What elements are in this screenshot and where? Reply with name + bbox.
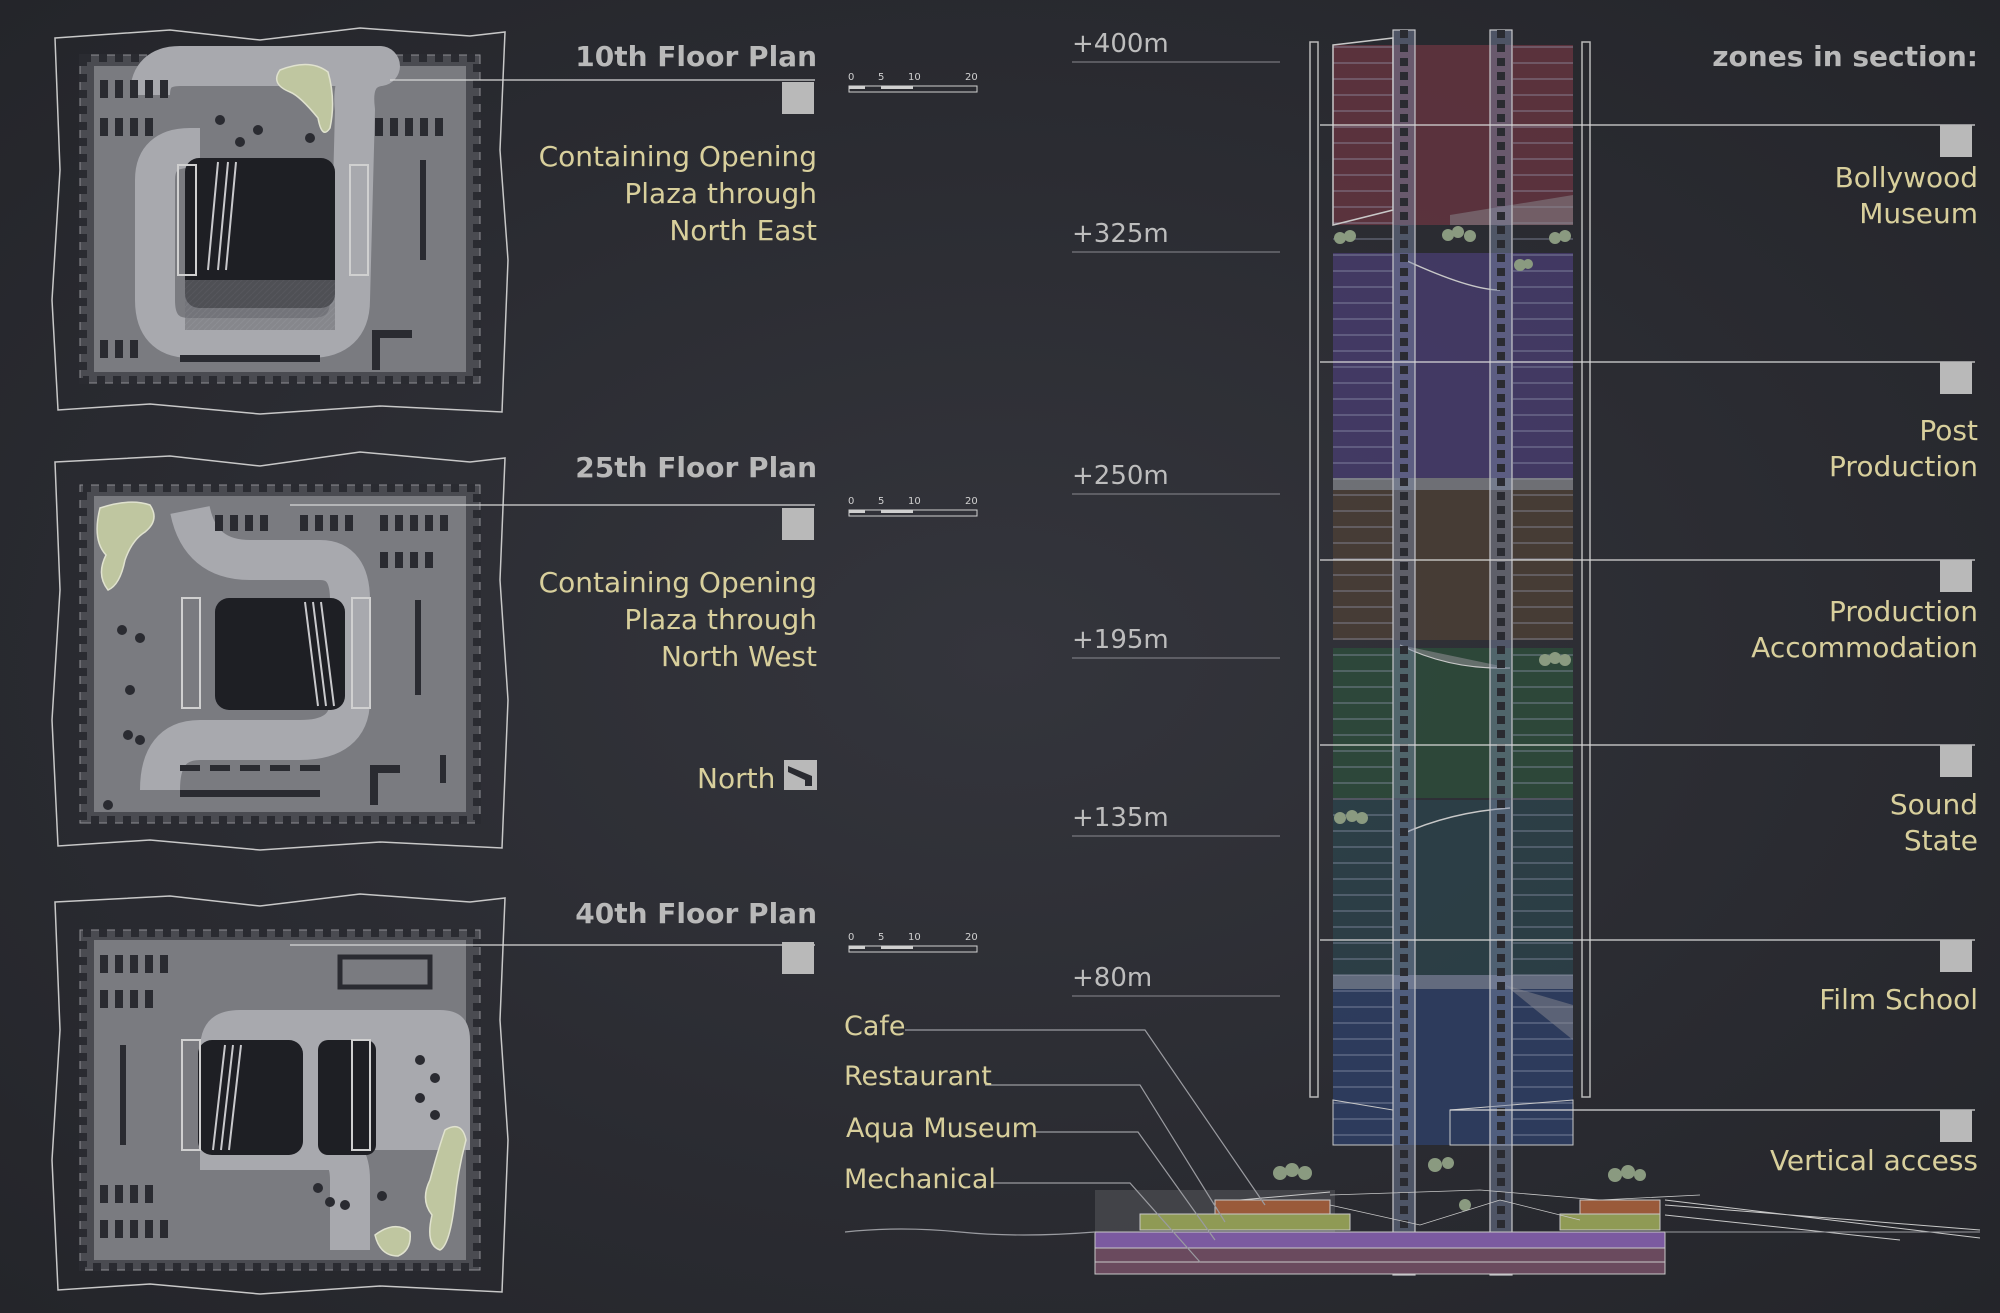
scale-tick: 5 — [878, 496, 885, 507]
level-label: +325m — [1072, 219, 1169, 249]
scale-tick: 0 — [848, 932, 855, 943]
program-leader-lines — [905, 1029, 1266, 1263]
scale-tick: 10 — [908, 496, 921, 507]
level-label: +80m — [1072, 963, 1153, 993]
plan-key-square — [782, 82, 814, 114]
north-label: North — [697, 762, 776, 795]
zone-key-square — [1940, 745, 1972, 777]
floor-plan-40th — [51, 893, 509, 1295]
zone-key-square — [1940, 940, 1972, 972]
program-label-mechanical: Mechanical — [844, 1164, 996, 1195]
podium — [844, 1189, 1981, 1275]
zone-key-square — [1940, 125, 1972, 157]
zone-key-square — [1940, 362, 1972, 394]
plan-key-square — [782, 508, 814, 540]
scale-bar-25th: 0 5 10 20 — [848, 496, 978, 522]
vertical-access-cores — [1392, 29, 1513, 1276]
scale-tick: 10 — [908, 932, 921, 943]
scale-tick: 20 — [965, 496, 978, 507]
zone-key-square — [1940, 560, 1972, 592]
level-label: +135m — [1072, 803, 1169, 833]
north-arrow-icon — [784, 760, 817, 790]
zone-key-square — [1940, 1110, 1972, 1142]
program-label-aqua-museum: Aqua Museum — [846, 1113, 1038, 1144]
scale-tick: 0 — [848, 72, 855, 83]
podium-restaurant — [1139, 1213, 1351, 1231]
level-lines — [1072, 61, 1280, 997]
scale-tick: 20 — [965, 932, 978, 943]
podium-mechanical — [1094, 1247, 1666, 1275]
zones-heading: zones in section: — [1712, 40, 1978, 73]
scale-bar-40th: 0 5 10 20 — [848, 932, 978, 958]
scale-tick: 5 — [878, 932, 885, 943]
tower-section — [844, 29, 1981, 1276]
plan-key-square — [782, 942, 814, 974]
podium-cafe — [1214, 1199, 1331, 1215]
level-label: +400m — [1072, 29, 1169, 59]
floor-plan-title-25th: 25th Floor Plan — [575, 451, 817, 484]
floor-plan-title-40th: 40th Floor Plan — [575, 897, 817, 930]
zone-label-post-production: Post Production — [1829, 414, 1978, 483]
zone-label-vertical-access: Vertical access — [1769, 1144, 1978, 1177]
level-label: +250m — [1072, 461, 1169, 491]
zone-label-film-school: Film School — [1819, 983, 1978, 1016]
plan-leader-lines — [290, 79, 815, 946]
floor-plan-title-10th: 10th Floor Plan — [575, 40, 817, 73]
zone-leader-lines — [1320, 124, 1975, 1111]
floor-plan-10th — [51, 27, 509, 415]
scale-tick: 0 — [848, 496, 855, 507]
floor-plan-description-25th: Containing Opening Plaza through North W… — [538, 566, 817, 673]
floor-plan-description-10th: Containing Opening Plaza through North E… — [538, 140, 817, 247]
level-label: +195m — [1072, 625, 1169, 655]
scale-tick: 20 — [965, 72, 978, 83]
zone-label-bollywood-museum: Bollywood Museum — [1834, 161, 1978, 230]
floor-plan-25th — [51, 451, 509, 851]
scale-tick: 5 — [878, 72, 885, 83]
program-label-cafe: Cafe — [844, 1011, 906, 1042]
program-label-restaurant: Restaurant — [844, 1061, 992, 1092]
zone-label-production-accommodation: Production Accommodation — [1751, 595, 1978, 664]
tree-icons — [1273, 226, 1646, 1211]
scale-tick: 10 — [908, 72, 921, 83]
scale-bar-10th: 0 5 10 20 — [848, 72, 978, 98]
zone-label-sound-state: Sound State — [1889, 788, 1978, 857]
